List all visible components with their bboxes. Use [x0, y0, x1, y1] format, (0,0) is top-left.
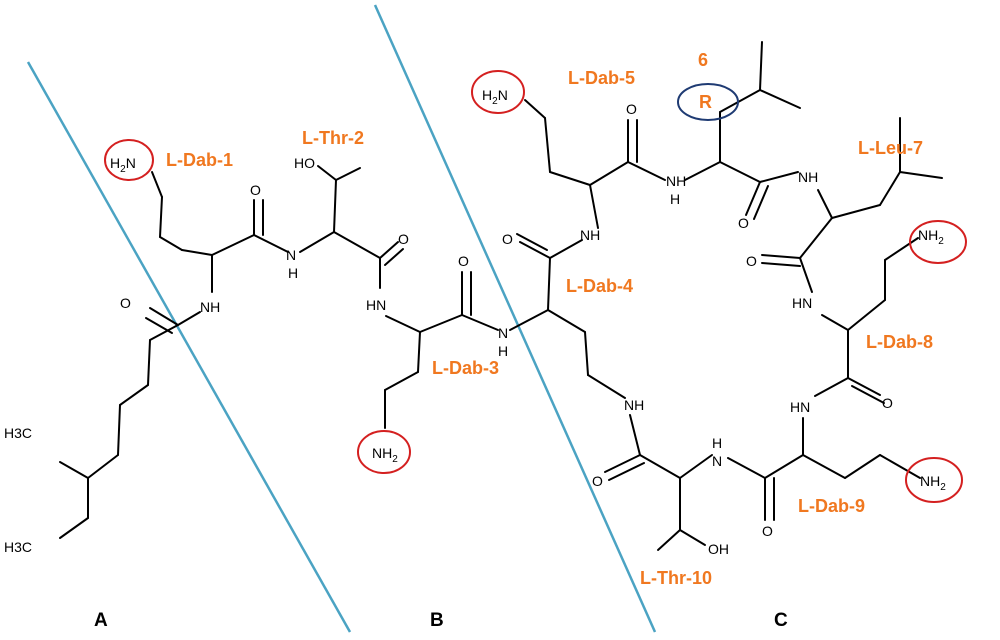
section-label-b: B: [430, 610, 444, 631]
atom-nh-dab4-side: NH: [624, 397, 644, 413]
stereo-highlight-pos6: [677, 83, 739, 121]
section-label-c: C: [774, 610, 788, 631]
atom-o-dab8: O: [882, 395, 893, 411]
atom-h-thr10: H: [712, 435, 722, 451]
amine-highlight-dab3: [357, 430, 411, 474]
label-thr2: L-Thr-2: [302, 128, 364, 148]
atom-o-thr10: O: [592, 473, 603, 489]
atom-h2n-dab1: H2N: [110, 155, 136, 175]
label-dab1: L-Dab-1: [166, 150, 233, 170]
atom-hn-dab3: HN: [366, 297, 386, 313]
atom-h3c-lower: H3C: [4, 539, 32, 555]
label-dab9: L-Dab-9: [798, 496, 865, 516]
atom-hn-dab9: HN: [790, 399, 810, 415]
label-leu7: L-Leu-7: [858, 138, 923, 158]
label-dab8: L-Dab-8: [866, 332, 933, 352]
atom-h-thr2: H: [288, 265, 298, 281]
label-thr10: L-Thr-10: [640, 568, 712, 588]
linear-peptide-bonds: [151, 165, 499, 429]
amine-highlight-dab5: [471, 70, 525, 114]
atom-h2n-dab5: H2N: [482, 87, 508, 107]
atom-nh2-dab3: NH2: [372, 445, 398, 465]
label-dab5: L-Dab-5: [568, 68, 635, 88]
section-label-a: A: [94, 610, 108, 631]
atom-nh2-dab8: NH2: [918, 227, 944, 247]
cyclic-peptide-bonds: [509, 41, 943, 551]
atom-n-dab4: N: [498, 325, 508, 341]
atom-nh-leu6: NH: [666, 173, 686, 189]
atom-o-dab1: O: [250, 182, 261, 198]
atom-o-leu7: O: [746, 253, 757, 269]
atom-o-acyl: O: [120, 295, 131, 311]
atom-oh-thr10: OH: [708, 541, 729, 557]
label-dab4: L-Dab-4: [566, 276, 633, 296]
amine-highlight-dab9: [905, 457, 963, 503]
atom-o-leu6: O: [738, 215, 749, 231]
atom-nh2-dab9: NH2: [920, 473, 946, 493]
label-dab3: L-Dab-3: [432, 358, 499, 378]
label-stereo-r: R: [699, 92, 712, 112]
atom-o-dab4: O: [502, 231, 513, 247]
atom-o-thr2: O: [398, 231, 409, 247]
amine-highlight-dab1: [104, 139, 154, 181]
atom-o-dab5: O: [626, 101, 637, 117]
atom-h-leu6: H: [670, 191, 680, 207]
atom-o-dab3: O: [458, 253, 469, 269]
atom-nh-dab5: NH: [580, 227, 600, 243]
divider-a-b: [26, 61, 352, 633]
atom-n-thr10: N: [712, 453, 722, 469]
atom-h-dab4: H: [498, 343, 508, 359]
label-position-6: 6: [698, 50, 708, 70]
atom-n-thr2: N: [286, 247, 296, 263]
atom-hn-dab8: HN: [792, 295, 812, 311]
divider-b-c: [373, 4, 657, 633]
atom-o-dab9: O: [762, 523, 773, 539]
atom-ho-thr2: HO: [294, 155, 315, 171]
atom-nh-dab1: NH: [200, 299, 220, 315]
atom-h3c-upper: H3C: [4, 425, 32, 441]
fatty-acid-tail: [59, 307, 201, 539]
amine-highlight-dab8: [909, 220, 967, 264]
atom-nh-leu7: NH: [798, 169, 818, 185]
